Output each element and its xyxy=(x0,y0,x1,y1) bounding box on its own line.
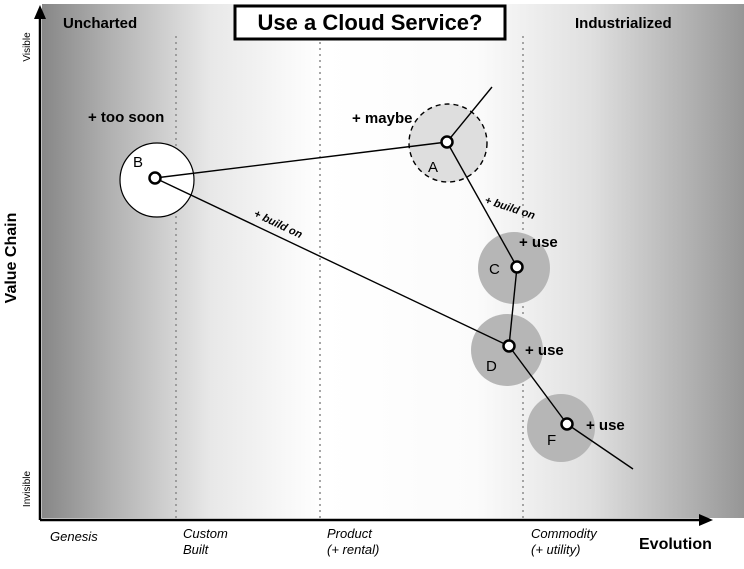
stage-custom-line1: Custom xyxy=(183,526,228,541)
edge-b-a xyxy=(154,141,448,179)
edge-c-d xyxy=(508,266,518,347)
node-b-label: B xyxy=(133,154,143,171)
edge-d-f xyxy=(508,345,568,425)
stage-product-line2: (+ rental) xyxy=(327,542,379,557)
annotation-maybe: + maybe xyxy=(352,110,412,127)
x-axis-title: Evolution xyxy=(639,536,712,553)
node-f-label: F xyxy=(547,432,556,449)
y-axis-bottom-label: Invisible xyxy=(22,471,33,508)
node-a-point xyxy=(440,135,454,149)
stage-product-line1: Product xyxy=(327,526,373,541)
node-a-label: A xyxy=(428,159,438,176)
edge-a-c xyxy=(446,141,518,268)
edge-a-extension xyxy=(446,86,493,143)
node-f-halo xyxy=(527,394,595,462)
y-axis-arrow-icon xyxy=(34,5,46,19)
region-label-industrialized: Industrialized xyxy=(575,15,672,32)
edge-b-d xyxy=(154,177,510,347)
node-b-point xyxy=(148,171,162,185)
annotation-use-c: + use xyxy=(519,234,558,251)
title-box xyxy=(233,4,507,41)
edge-f-extension xyxy=(566,423,634,470)
evolution-gradient-background xyxy=(42,4,744,518)
stage-commodity-line2: (+ utility) xyxy=(531,542,580,557)
stage-custom-line2: Built xyxy=(183,542,210,557)
stage-commodity-line1: Commodity xyxy=(531,526,598,541)
node-f-point xyxy=(560,417,574,431)
page-title: Use a Cloud Service? xyxy=(258,10,483,35)
annotation-use-d: + use xyxy=(525,342,564,359)
node-d-label: D xyxy=(486,358,497,375)
y-axis-top-label: Visible xyxy=(22,32,33,62)
stage-genesis-line1: Genesis xyxy=(50,529,98,544)
node-c-point xyxy=(510,260,524,274)
region-label-uncharted: Uncharted xyxy=(63,15,137,32)
x-axis-arrow-icon xyxy=(699,514,713,526)
annotation-too-soon: + too soon xyxy=(88,109,164,126)
node-c-label: C xyxy=(489,261,500,278)
y-axis-title: Value Chain xyxy=(3,213,20,304)
node-d-point xyxy=(502,339,516,353)
annotation-use-f: + use xyxy=(586,417,625,434)
